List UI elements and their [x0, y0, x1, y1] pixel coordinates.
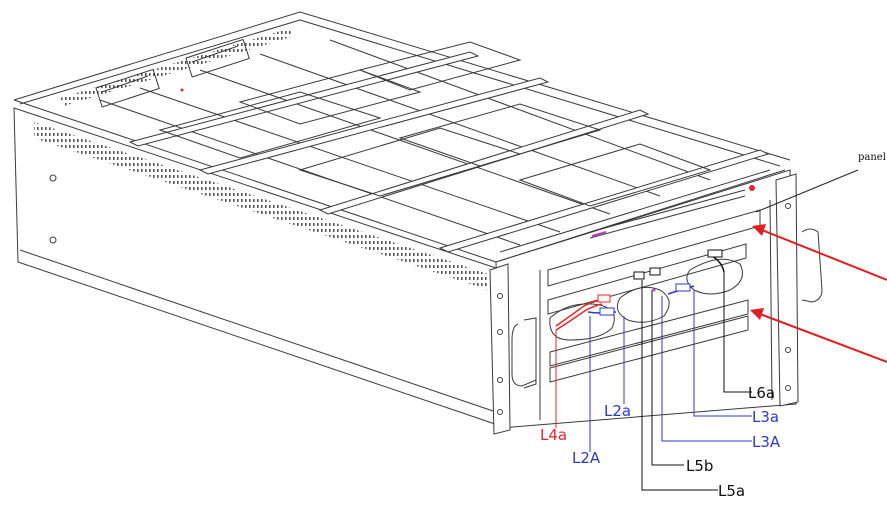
cable-L5	[633, 267, 661, 292]
right-handle	[801, 228, 823, 303]
label-panel: panel	[858, 152, 886, 163]
label-L4a: L4a	[540, 426, 567, 444]
right-rack-ear	[775, 173, 799, 407]
leader-L3A	[661, 296, 752, 442]
cable-L4a	[555, 294, 611, 331]
cable-L2A-L2a	[587, 307, 617, 316]
cable-L6a	[707, 249, 725, 273]
rear-connector-center	[185, 38, 250, 78]
front-panel	[489, 169, 823, 435]
top-rear-edge	[13, 11, 791, 161]
label-L5a: L5a	[718, 482, 745, 500]
label-L5b: L5b	[686, 457, 713, 475]
leader-L6a	[723, 272, 752, 393]
cable-L3	[667, 283, 695, 295]
red-indicator	[749, 185, 755, 191]
leader-panel	[755, 169, 859, 213]
label-L3a: L3a	[752, 408, 779, 426]
cutout-left	[549, 303, 615, 341]
top-internal-rails	[95, 38, 770, 253]
leader-L5a	[641, 280, 718, 491]
label-L6a: L6a	[748, 384, 775, 402]
leader-L3a	[693, 290, 752, 417]
rear-connector-left	[95, 68, 160, 108]
leader-lines	[555, 169, 859, 491]
pointer-arrows	[750, 224, 887, 363]
label-L2A: L2A	[572, 449, 601, 467]
side-vents	[34, 122, 488, 290]
left-rack-ear	[489, 263, 511, 435]
left-handle	[511, 323, 537, 387]
cutout-center	[616, 286, 670, 323]
leader-L5b	[651, 290, 684, 466]
label-L3A: L3A	[752, 433, 781, 451]
label-L2a: L2a	[604, 402, 631, 420]
pink-marker	[591, 231, 607, 237]
